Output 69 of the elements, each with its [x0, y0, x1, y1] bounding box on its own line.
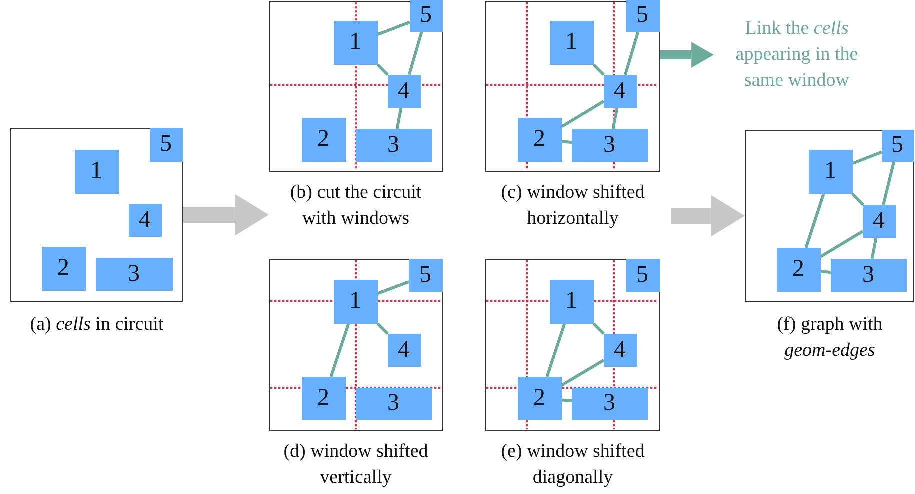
connection-line	[561, 359, 605, 387]
cell-block: 2	[42, 246, 86, 290]
cell-block: 5	[626, 258, 660, 292]
arrow	[671, 195, 745, 237]
connection-line	[624, 32, 640, 76]
arrow	[183, 194, 269, 236]
cell-block: 3	[356, 128, 432, 162]
cell-block: 5	[882, 130, 914, 162]
cell-block: 2	[518, 376, 562, 420]
cell-block: 1	[74, 150, 118, 194]
connection-line	[561, 100, 605, 128]
connection-line	[396, 108, 403, 130]
cell-block: 5	[408, 258, 442, 292]
connection-line	[376, 64, 390, 76]
cell-block: 3	[572, 128, 648, 162]
cell-block: 5	[410, 0, 442, 32]
cell-block: 2	[302, 376, 346, 420]
cell-block: 1	[334, 20, 378, 64]
connection-line	[870, 238, 878, 260]
connection-line	[408, 32, 424, 76]
connection-line	[851, 192, 864, 206]
connection-line	[376, 322, 390, 336]
cell-block: 3	[356, 388, 432, 420]
cell-block: 4	[388, 334, 420, 366]
annotation-text: Link the cells appearing in the same window	[714, 16, 880, 94]
cell-block: 5	[150, 128, 182, 162]
panel-frame	[485, 259, 660, 431]
cell-block: 2	[302, 118, 346, 162]
cell-block: 4	[862, 204, 896, 238]
cell-block: 3	[96, 258, 172, 290]
connection-line	[820, 230, 864, 258]
connection-line	[592, 64, 606, 76]
connection-line	[882, 162, 896, 206]
cell-block: 1	[550, 280, 594, 324]
panel-frame	[745, 130, 914, 302]
panel-frame	[269, 259, 443, 431]
cell-block: 2	[518, 118, 562, 162]
connection-line	[592, 322, 606, 336]
connection-line	[546, 324, 566, 378]
connection-line	[804, 194, 826, 248]
panel-caption: (e) window shifted diagonally	[500, 440, 646, 490]
connection-line	[820, 270, 832, 274]
panel-caption: (c) window shifted horizontally	[500, 181, 646, 231]
cell-block: 1	[334, 280, 378, 324]
connection-line	[612, 108, 619, 130]
cell-block: 3	[572, 388, 648, 420]
cell-block: 1	[550, 20, 594, 64]
connection-line	[377, 20, 411, 36]
connection-line	[562, 398, 572, 403]
panel-frame	[485, 1, 660, 172]
cell-block: 1	[808, 150, 852, 194]
cell-block: 2	[776, 248, 820, 292]
connection-line	[330, 324, 350, 378]
panel-caption: (b) cut the circuit with windows	[289, 181, 423, 231]
cell-block: 4	[388, 74, 420, 108]
panel-caption: (d) window shifted vertically	[282, 440, 430, 490]
panel-caption: (a) cells in circuit	[29, 313, 165, 337]
connection-line	[852, 150, 883, 165]
connection-line	[377, 280, 410, 296]
cell-block: 3	[830, 258, 906, 292]
panel-frame	[10, 128, 183, 302]
panel-frame	[269, 1, 443, 172]
cell-block: 4	[604, 74, 636, 108]
cell-block: 4	[604, 334, 636, 366]
arrow	[660, 42, 714, 68]
cell-block: 4	[128, 204, 162, 236]
cell-block: 5	[626, 0, 660, 32]
panel-caption: (f) graph with geom-edges	[776, 313, 884, 363]
connection-line	[562, 140, 572, 144]
